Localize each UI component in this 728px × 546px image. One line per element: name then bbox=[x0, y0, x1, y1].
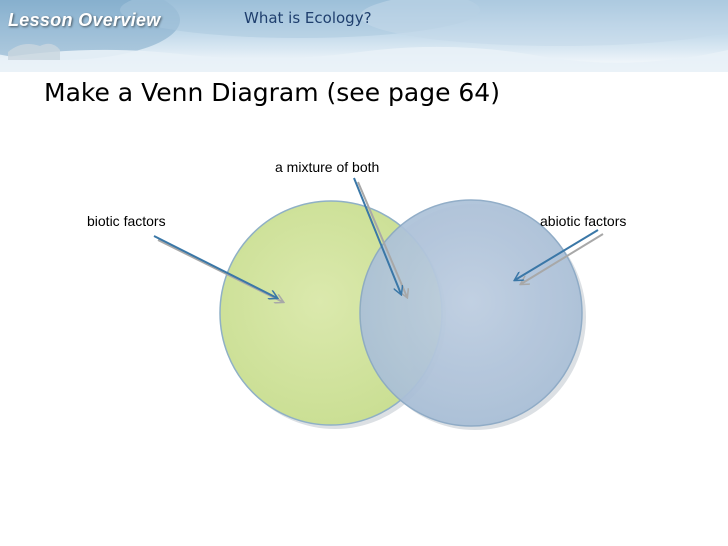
header-banner: Lesson Overview What is Ecology? bbox=[0, 0, 728, 72]
polar-landscape-banner-art bbox=[0, 0, 728, 72]
abiotic-factors-label: abiotic factors bbox=[540, 213, 627, 229]
topic-title: What is Ecology? bbox=[244, 9, 372, 27]
mixture-label: a mixture of both bbox=[275, 159, 380, 175]
biotic-arrow-shadow bbox=[157, 239, 283, 302]
biotic-factors-label: biotic factors bbox=[87, 213, 166, 229]
biotic-arrow bbox=[153, 235, 277, 298]
abiotic-arrow-shadow bbox=[521, 233, 604, 284]
slide-title: Make a Venn Diagram (see page 64) bbox=[44, 78, 500, 107]
lesson-overview-label: Lesson Overview bbox=[8, 10, 161, 30]
abiotic-arrow bbox=[515, 229, 599, 280]
mixture-arrow bbox=[353, 177, 401, 294]
mixture-arrow-shadow bbox=[357, 181, 407, 297]
abiotic-circle bbox=[359, 199, 583, 427]
